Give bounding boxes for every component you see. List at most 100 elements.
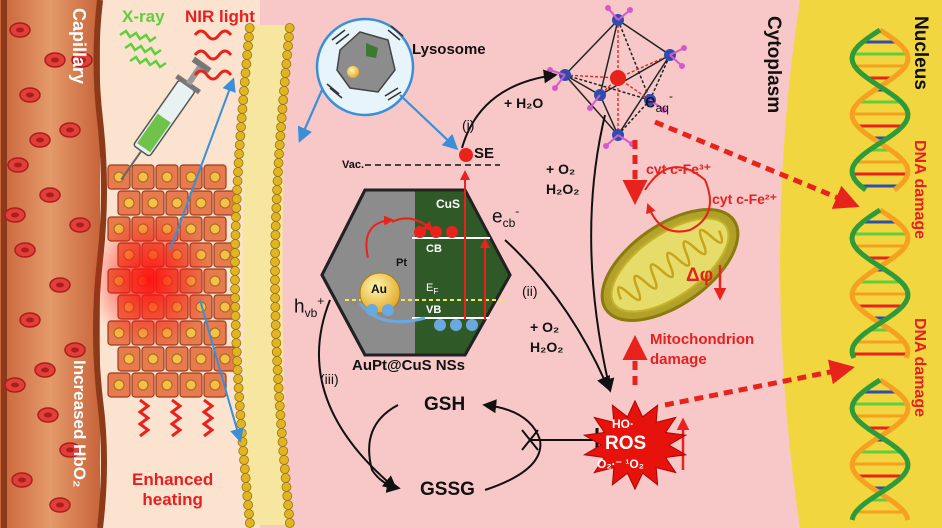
dashed-arrow-eaq-to-dna (654, 119, 860, 209)
lipid-head (283, 41, 293, 51)
tumor-cell (155, 372, 179, 398)
lipid-head (243, 32, 254, 42)
lipid-head (239, 455, 249, 465)
gssg-label: GSSG (420, 479, 475, 500)
blue-pointer-line (199, 299, 244, 443)
lipid-head (277, 104, 288, 114)
heating-zone (90, 210, 210, 350)
hole-dot (434, 319, 446, 331)
xray-label: X-ray (122, 7, 165, 26)
dna-helix-icon (849, 207, 911, 359)
electron-dot (430, 226, 442, 238)
lipid-head (281, 482, 292, 492)
dna-helices (849, 27, 911, 521)
lipid-head (234, 401, 245, 411)
vacuum-label: Vac. (342, 159, 365, 171)
lipid-head (278, 446, 289, 456)
lipid-head (271, 347, 282, 357)
lysosome-label: Lysosome (412, 41, 486, 58)
hole-dot (450, 319, 462, 331)
mitochondrion-damage-label-1: Mitochondrion (650, 331, 755, 348)
lipid-head (239, 86, 249, 96)
au-label: Au (371, 282, 387, 296)
lipid-head (283, 500, 294, 510)
lipid-head (271, 338, 282, 348)
lipid-head (242, 50, 253, 60)
dna-damage-label-lower: DNA damage (911, 318, 928, 417)
lipid-head (270, 302, 281, 312)
lipid-head (274, 140, 285, 150)
hvb-label: hvb+ (294, 294, 325, 321)
lipid-head (284, 509, 294, 519)
lipid-head (276, 122, 286, 132)
lipid-head (230, 257, 240, 267)
cytoplasm-label: Cytoplasm (763, 16, 784, 114)
step-iii-label: (iii) (320, 371, 339, 387)
blue-pointer-line (297, 89, 324, 143)
tumor-cell (155, 164, 179, 190)
tumor-cell (203, 372, 227, 398)
lipid-head (235, 410, 246, 420)
lipid-head (230, 248, 241, 258)
lipid-head (274, 149, 285, 159)
cus-label: CuS (436, 197, 460, 211)
cb-label: CB (426, 243, 442, 255)
se-label: SE (474, 145, 495, 162)
lipid-head (241, 59, 252, 69)
lipid-head (276, 113, 287, 123)
lipid-head (273, 158, 284, 168)
lipid-head (230, 311, 241, 321)
gsh-label: GSH (424, 394, 466, 415)
se-electron-dot (459, 148, 473, 162)
cyt-fe2-label: cyt c-Fe²⁺ (712, 191, 777, 207)
tumor-cell (131, 372, 155, 398)
lipid-head (230, 302, 241, 312)
lipid-head (233, 167, 243, 177)
lipid-head (241, 482, 252, 492)
lipid-head (284, 23, 295, 33)
lipid-head (234, 140, 245, 150)
lipid-head (243, 500, 254, 510)
hole-dot (466, 319, 478, 331)
nanosheet-name-label: AuPt@CuS NSs (352, 357, 465, 374)
lipid-head (270, 257, 280, 267)
lipid-head (270, 248, 281, 258)
octahedron-cluster-icon (547, 5, 687, 149)
lipid-head (283, 32, 294, 42)
enhanced-heating-label: Enhanced heating (132, 470, 214, 510)
lipid-head (279, 455, 289, 465)
lipid-head (240, 473, 251, 483)
tumor-cell (165, 346, 189, 372)
lipid-head (240, 68, 251, 78)
tumor-cell (107, 372, 131, 398)
lipid-head (278, 95, 289, 105)
lipid-head (270, 284, 280, 294)
lipid-head (230, 221, 241, 231)
lipid-head (280, 68, 291, 78)
lipid-head (280, 473, 291, 483)
lipid-head (232, 176, 243, 186)
eaq-label: eaq- (645, 89, 673, 116)
lipid-head (233, 383, 244, 393)
lipid-head (244, 518, 255, 528)
lipid-head (231, 212, 241, 222)
dashed-arrow-ros-to-dna (664, 359, 855, 408)
lipid-head (276, 428, 287, 438)
lipid-head (230, 239, 241, 249)
lipid-head (236, 113, 247, 123)
tumor-cell (107, 164, 131, 190)
tumor-cell (141, 346, 165, 372)
tumor-cell (203, 164, 227, 190)
tumor-cell (213, 190, 237, 216)
lipid-head (270, 230, 281, 240)
lipid-head (234, 149, 245, 159)
step-i-label: (i) (462, 117, 475, 133)
cyt-fe3-label: cyt c-Fe³⁺ (646, 161, 711, 177)
lipid-head (232, 356, 243, 366)
lipid-head (279, 464, 290, 474)
lipid-head (231, 329, 241, 339)
delta-phi-label: Δφ (686, 265, 714, 286)
lipid-head (234, 392, 245, 402)
h2o-label: + H₂O (504, 95, 544, 111)
lipid-head (237, 104, 248, 114)
